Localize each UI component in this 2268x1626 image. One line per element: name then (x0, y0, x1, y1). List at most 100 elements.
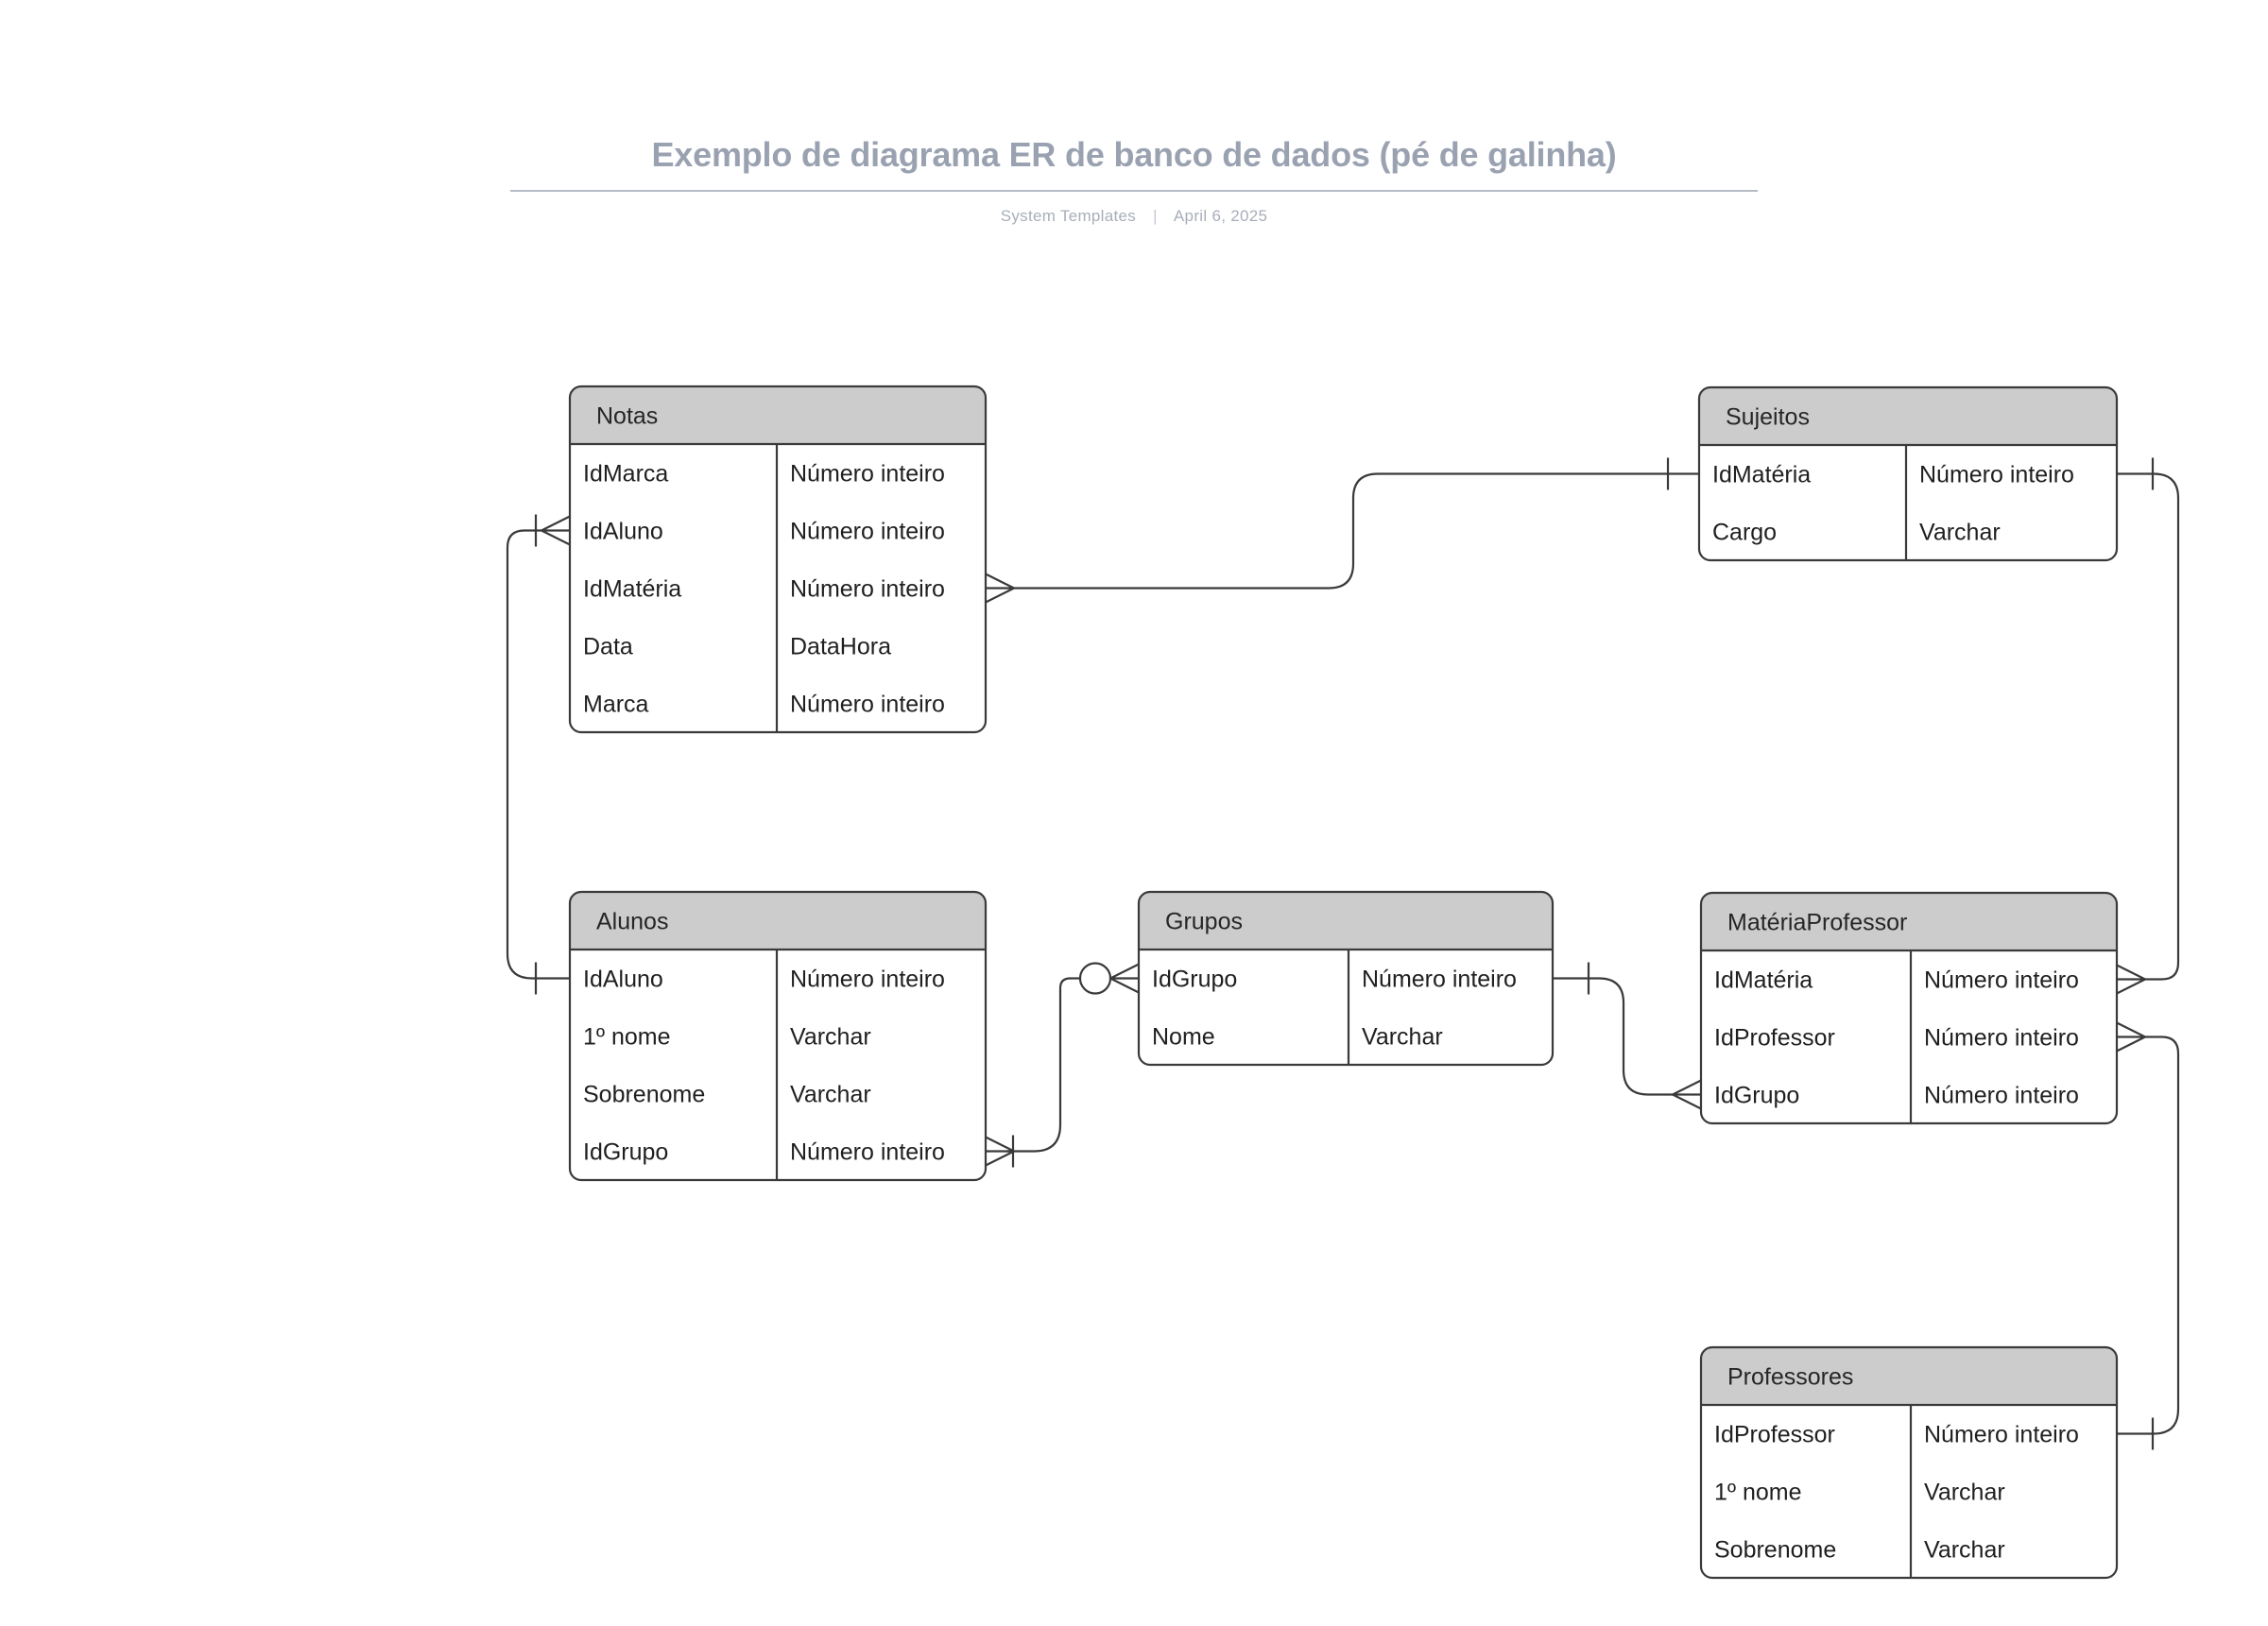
crowfoot-many-notas-idaluno (541, 515, 571, 546)
entity-title: Alunos (596, 909, 668, 935)
field-name: 1º nome (1714, 1480, 1802, 1506)
field-type: Número inteiro (790, 461, 945, 488)
entity-outline (1137, 890, 1555, 1067)
field-name: Marca (583, 692, 649, 718)
field-name: Sobrenome (1714, 1537, 1836, 1564)
field-type: Número inteiro (790, 692, 945, 718)
crowfoot-many-grupos-idgrupo (1109, 963, 1140, 994)
link-notas-alunos (506, 529, 570, 980)
title-block: Exemplo de diagrama ER de banco de dados… (510, 0, 1758, 193)
entity-field-row[interactable]: IdMatéria Número inteiro (1714, 967, 2079, 994)
entity-header-fill (570, 386, 986, 444)
document-author: System Templates (1000, 207, 1137, 226)
entity-field-row[interactable]: Marca Número inteiro (583, 692, 945, 718)
entity-outline (1699, 891, 2119, 1125)
entity-title: Grupos (1165, 909, 1243, 935)
entity-header-fill (1699, 387, 2117, 445)
field-name: IdMarca (583, 461, 668, 488)
crowfoot-many-matprof-idmateria (2116, 964, 2146, 995)
field-type: Número inteiro (790, 1139, 945, 1166)
entity-field-row[interactable]: IdAluno Número inteiro (583, 519, 945, 545)
field-type: Número inteiro (1924, 1025, 2079, 1052)
entity-title: MatériaProfessor (1727, 910, 1907, 936)
page-title: Exemplo de diagrama ER de banco de dados… (510, 135, 1758, 193)
entity-title: Notas (596, 403, 658, 430)
field-type: Número inteiro (790, 519, 945, 545)
field-type: Varchar (1924, 1480, 2005, 1506)
entity-field-row[interactable]: Cargo Varchar (1712, 520, 2001, 546)
entity-field-row[interactable]: Nome Varchar (1152, 1024, 1443, 1051)
entity-outline (1699, 1345, 2119, 1580)
entity-field-row[interactable]: 1º nome Varchar (1714, 1480, 2005, 1506)
link-sujeitos-materiaprofessor (2117, 472, 2180, 981)
field-type: Número inteiro (1924, 1422, 2079, 1448)
field-name: Sobrenome (583, 1082, 705, 1108)
field-type: Número inteiro (1362, 967, 1517, 993)
document-date: April 6, 2025 (1173, 207, 1268, 226)
entity-field-row[interactable]: IdProfessor Número inteiro (1714, 1422, 2079, 1448)
field-type: Número inteiro (790, 576, 945, 603)
entity-field-row[interactable]: 1º nome Varchar (583, 1024, 871, 1051)
field-name: IdAluno (583, 519, 663, 545)
entity-field-row[interactable]: IdMatéria Número inteiro (583, 576, 945, 603)
entity-field-row[interactable]: IdGrupo Número inteiro (1714, 1083, 2079, 1109)
field-name: IdAluno (583, 967, 663, 993)
document-header: Exemplo de diagrama ER de banco de dados… (0, 0, 2268, 226)
document-meta: System Templates | April 6, 2025 (0, 207, 2268, 226)
entity-outline (568, 890, 988, 1182)
link-materiaprofessor-professores (2117, 1036, 2180, 1435)
field-type: Varchar (1924, 1537, 2005, 1564)
field-name: 1º nome (583, 1024, 671, 1051)
field-name: IdProfessor (1714, 1422, 1835, 1448)
crowfoot-many-matprof-idgrupo (1672, 1079, 1702, 1110)
crowfoot-many-matprof-idprofessor (2116, 1021, 2146, 1053)
entity-field-row[interactable]: Data DataHora (583, 634, 891, 660)
entity-title: Sujeitos (1726, 404, 1810, 431)
entity-outline (568, 385, 988, 734)
field-type: Varchar (1362, 1024, 1443, 1051)
field-type: Varchar (790, 1082, 871, 1108)
entity-header-fill (570, 892, 986, 950)
field-name: IdGrupo (583, 1139, 668, 1166)
field-name: Cargo (1712, 520, 1777, 546)
field-name: Data (583, 634, 633, 660)
field-type: Número inteiro (1924, 967, 2079, 994)
meta-separator: | (1153, 207, 1158, 226)
field-name: IdMatéria (583, 576, 681, 603)
field-name: IdGrupo (1714, 1083, 1799, 1109)
entity-field-row[interactable]: IdGrupo Número inteiro (583, 1139, 945, 1166)
entity-header-fill (1139, 892, 1553, 950)
link-grupos-materiaprofessor (1553, 977, 1673, 1096)
field-name: IdProfessor (1714, 1025, 1835, 1052)
entity-field-row[interactable]: IdAluno Número inteiro (583, 967, 945, 993)
entity-title: Professores (1727, 1364, 1853, 1391)
field-name: Nome (1152, 1024, 1215, 1051)
field-type: Número inteiro (790, 967, 945, 993)
field-type: Varchar (1919, 520, 2001, 546)
link-grupos-alunos (1006, 977, 1080, 1153)
field-type: Varchar (790, 1024, 871, 1051)
entity-header-fill (1701, 893, 2117, 950)
field-name: IdMatéria (1714, 967, 1813, 994)
entity-outline (1697, 385, 2119, 562)
entity-field-row[interactable]: IdMarca Número inteiro (583, 461, 945, 488)
link-notas-sujeitos (1014, 472, 1699, 590)
field-type: Número inteiro (1924, 1083, 2079, 1109)
entity-field-row[interactable]: IdMatéria Número inteiro (1712, 462, 2074, 488)
field-name: IdMatéria (1712, 462, 1811, 488)
field-type: Número inteiro (1919, 462, 2074, 488)
entity-field-row[interactable]: Sobrenome Varchar (1714, 1537, 2005, 1564)
entity-field-row[interactable]: Sobrenome Varchar (583, 1082, 871, 1108)
entity-field-row[interactable]: IdProfessor Número inteiro (1714, 1025, 2079, 1052)
crowfoot-zero-grupos-idgrupo (1078, 962, 1112, 995)
field-type: DataHora (790, 634, 891, 660)
